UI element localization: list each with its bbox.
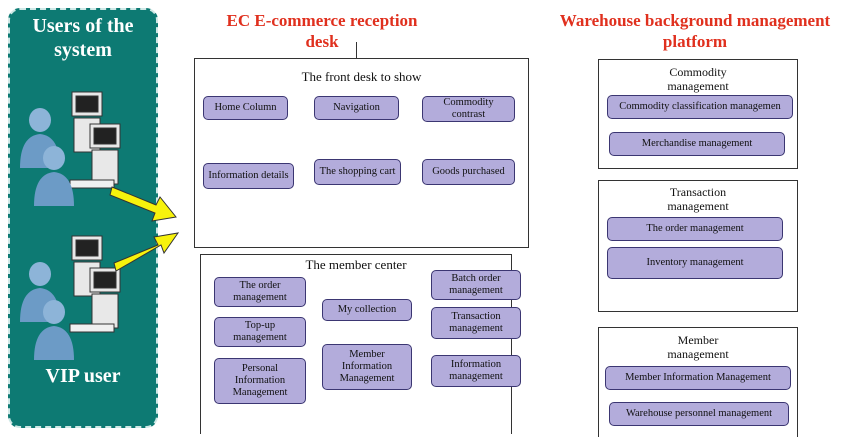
front-desk-frame: The front desk to show Home Column Navig…: [194, 58, 529, 248]
connector-line: [356, 42, 357, 58]
information-details-box[interactable]: Information details: [203, 163, 294, 189]
backend-title: Warehouse background management platform: [559, 11, 831, 51]
commodity-contrast-box[interactable]: Commodity contrast: [422, 96, 515, 122]
member-center-frame: The member center The order management T…: [200, 254, 521, 434]
member-management-title: Member management: [667, 333, 729, 361]
my-collection-box[interactable]: My collection: [322, 299, 412, 321]
member-center-title: The member center: [305, 257, 407, 272]
users-computers-icon: [20, 91, 121, 206]
personal-info-management-box[interactable]: Personal Information Management: [214, 358, 306, 404]
users-panel: Users of the system VIP user: [8, 8, 158, 428]
top-up-management-box[interactable]: Top-up management: [214, 317, 306, 347]
vip-user-label: VIP user: [45, 365, 121, 387]
order-management-box[interactable]: The order management: [214, 277, 306, 307]
merchandise-management-box[interactable]: Merchandise management: [609, 132, 785, 156]
inventory-management-box[interactable]: Inventory management: [607, 247, 783, 279]
arrows-icon: [109, 186, 180, 272]
information-management-box[interactable]: Information management: [431, 355, 521, 387]
commodity-management-frame: Commodity management Commodity classific…: [598, 59, 798, 169]
transaction-management-frame: Transaction management The order managem…: [598, 180, 798, 312]
member-info-management-right-box[interactable]: Member Information Management: [605, 366, 791, 390]
transaction-management-title: Transaction management: [667, 185, 729, 213]
vip-users-computers-icon: [20, 235, 121, 360]
goods-purchased-box[interactable]: Goods purchased: [422, 159, 515, 185]
transaction-management-box[interactable]: Transaction management: [431, 307, 521, 339]
order-management-right-box[interactable]: The order management: [607, 217, 783, 241]
front-desk-title: The front desk to show: [301, 69, 422, 84]
commodity-management-title: Commodity management: [667, 65, 729, 93]
home-column-box[interactable]: Home Column: [203, 96, 288, 120]
navigation-box[interactable]: Navigation: [314, 96, 399, 120]
member-info-management-box[interactable]: Member Information Management: [322, 344, 412, 390]
member-management-frame: Member management Member Information Man…: [598, 327, 798, 437]
batch-order-management-box[interactable]: Batch order management: [431, 270, 521, 300]
shopping-cart-box[interactable]: The shopping cart: [314, 159, 401, 185]
commodity-classification-box[interactable]: Commodity classification managemen: [607, 95, 793, 119]
frontend-title: EC E-commerce reception desk: [226, 11, 418, 51]
warehouse-personnel-box[interactable]: Warehouse personnel management: [609, 402, 789, 426]
users-of-system-label: Users of the system: [32, 15, 134, 61]
